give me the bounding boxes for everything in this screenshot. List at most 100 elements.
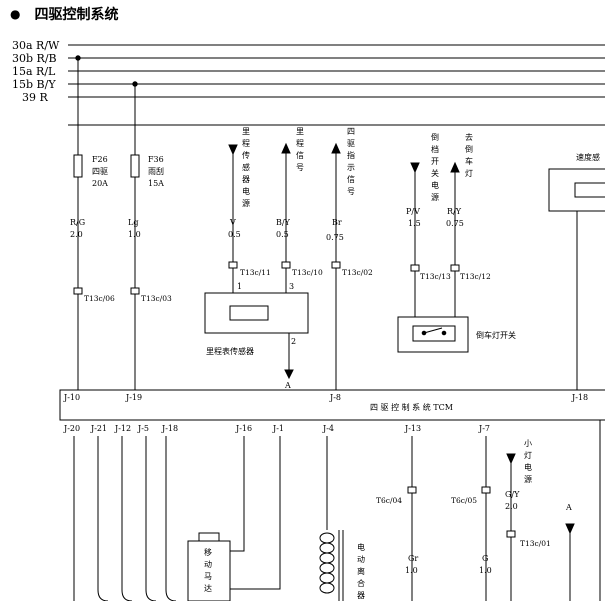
shift-motor-box (187, 540, 231, 601)
tcm-pin-label: J-21 (90, 424, 107, 433)
arrow-up-icon (281, 142, 291, 154)
pin-label: 1 (237, 282, 242, 291)
signal-odometer-power: 里程传感器电源 (242, 127, 250, 208)
connector-icon (281, 261, 291, 269)
connector-icon (228, 261, 238, 269)
wire-color-label: Gr (408, 554, 418, 563)
clutch-label: 电动离合器 (357, 542, 365, 600)
reverse-switch-label: 倒车灯开关 (476, 330, 516, 340)
tcm-pin-label: J-10 (63, 393, 80, 402)
wire-size-label: 0.5 (276, 230, 289, 239)
arrow-down-icon (284, 369, 294, 380)
pin-label: 2 (291, 337, 296, 346)
connector-label: T13c/03 (141, 294, 172, 303)
clutch-coil-icon (319, 532, 335, 594)
fuse-f36-icon (130, 154, 140, 178)
connector-label: T13c/10 (292, 268, 323, 277)
odometer-sensor-label: 里程表传感器 (206, 346, 254, 356)
signal-small-light-power: 小灯电源 (524, 439, 532, 484)
wire-size-label: 2.0 (70, 230, 83, 239)
wire-color-label: P/V (406, 207, 420, 216)
fuse-f26-name: F26 (92, 155, 108, 164)
pin-label: 3 (289, 282, 294, 291)
tcm-pin-label: J-19 (125, 393, 142, 402)
tcm-pin-label: J-20 (63, 424, 80, 433)
fuse-f26-rating: 20A (92, 179, 108, 188)
signal-reverse-switch-power: 倒档开关电源 (431, 132, 439, 202)
connector-icon (73, 287, 83, 295)
wire-color-label: G (482, 554, 488, 563)
wire-size-label: 0.75 (326, 233, 344, 242)
connector-icon (506, 530, 516, 538)
wire-color-label: R/G (70, 218, 85, 227)
connector-icon (450, 264, 460, 272)
wire-size-label: 0.5 (228, 230, 241, 239)
tcm-pin-label: J-7 (478, 424, 490, 433)
wire-size-label: 1.0 (479, 566, 492, 575)
tcm-pin-label: J-16 (235, 424, 252, 433)
connector-label: T13c/12 (460, 272, 491, 281)
diagram-title-text: 四驱控制系统 (34, 7, 119, 23)
shift-motor-label: 移动马达 (204, 547, 212, 593)
tcm-label: 四 驱 控 制 系 统 TCM (370, 402, 453, 412)
signal-to-reverse-light: 去倒车灯 (465, 132, 473, 178)
connector-icon (481, 486, 491, 494)
arrow-down-icon (506, 453, 516, 465)
connector-label: T13c/11 (240, 268, 271, 277)
bus-label-15a: 15a R/L (12, 65, 56, 78)
speed-sensor-label: 速度感 (576, 152, 600, 162)
fuse-f36-rating: 15A (148, 179, 164, 188)
power-bus-lines (68, 44, 605, 126)
fuse-f36-desc: 雨刮 (148, 166, 164, 176)
wire-size-label: 2.0 (505, 502, 518, 511)
connector-label: T6c/04 (376, 496, 402, 505)
tcm-pin-label: J-8 (329, 393, 341, 402)
arrow-up-icon (450, 161, 460, 173)
tcm-pin-label: J-5 (137, 424, 149, 433)
fuse-f26-desc: 四驱 (92, 167, 108, 176)
wire-color-label: G/Y (505, 490, 520, 499)
wire-size-label: 1.0 (405, 566, 418, 575)
tcm-module (59, 389, 605, 421)
diagram-title: ● 四驱控制系统 (10, 4, 118, 24)
bullet-icon: ● (10, 7, 21, 21)
bus-label-30b: 30b R/B (12, 52, 57, 65)
connector-icon (410, 264, 420, 272)
fuse-f26-icon (73, 154, 83, 178)
wire-size-label: 1.0 (128, 230, 141, 239)
tcm-pin-label: J-1 (272, 424, 284, 433)
wire-color-label: Lg (128, 218, 138, 227)
wire-color-label: Br (332, 218, 342, 227)
reverse-switch-box (397, 316, 469, 353)
bus-label-30a: 30a R/W (12, 39, 60, 52)
tcm-pin-label: J-13 (404, 424, 421, 433)
connector-label: T13c/02 (342, 268, 373, 277)
connector-icon (407, 486, 417, 494)
wire-size-label: 1.5 (408, 219, 421, 228)
tcm-pin-label: J-4 (322, 424, 334, 433)
wire-color-label: V (229, 218, 236, 227)
wire-color-label: R/Y (447, 207, 462, 216)
signal-odometer-signal: 里程信号 (296, 127, 304, 172)
bus-label-39: 39 R (22, 91, 48, 104)
tcm-pin-label: J-12 (114, 424, 131, 433)
connector-label: T13c/01 (520, 539, 551, 548)
signal-char: 里 (242, 127, 250, 136)
ground-label-a: A (284, 381, 291, 390)
connector-label: T13c/06 (84, 294, 115, 303)
ground-label-a: A (565, 503, 572, 512)
arrow-down-icon (228, 144, 238, 156)
signal-4wd-indicator: 四驱指示信号 (347, 127, 355, 196)
wire-color-label: B/Y (276, 218, 291, 227)
connector-label: T6c/05 (451, 496, 477, 505)
bus-label-15b: 15b B/Y (12, 78, 56, 91)
wire-size-label: 0.75 (446, 219, 464, 228)
fuse-f36-name: F36 (148, 155, 164, 164)
connector-label: T13c/13 (420, 272, 451, 281)
arrow-down-icon (410, 162, 420, 174)
arrow-down-icon (565, 523, 575, 535)
tcm-pin-label: J-18 (571, 393, 588, 402)
arrow-up-icon (331, 142, 341, 154)
connector-icon (130, 287, 140, 295)
